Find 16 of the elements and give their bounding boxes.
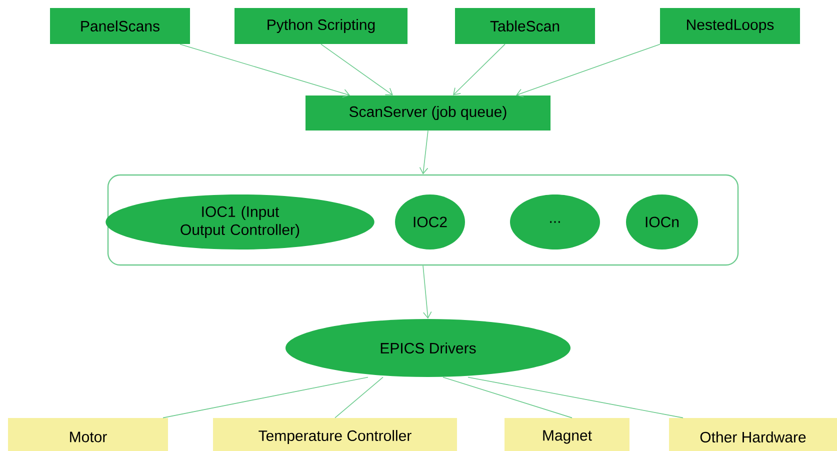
hardware-box: Other Hardware — [669, 418, 837, 451]
arrow — [422, 265, 432, 319]
arrow — [320, 44, 393, 96]
arrow — [419, 130, 428, 174]
hardware-box: Temperature Controller — [213, 418, 457, 451]
process-box: ScanServer (job queue) — [306, 96, 550, 130]
arrow — [180, 44, 350, 98]
hardware-box: Magnet — [504, 418, 630, 451]
group-box — [107, 174, 739, 266]
process-box: Python Scripting — [234, 8, 408, 44]
arrow — [516, 44, 660, 98]
process-box: TableScan — [455, 8, 595, 44]
arrow — [453, 44, 506, 96]
process-box: NestedLoops — [660, 8, 800, 44]
hardware-box: Motor — [8, 418, 168, 451]
process-box: PanelScans — [50, 8, 190, 44]
